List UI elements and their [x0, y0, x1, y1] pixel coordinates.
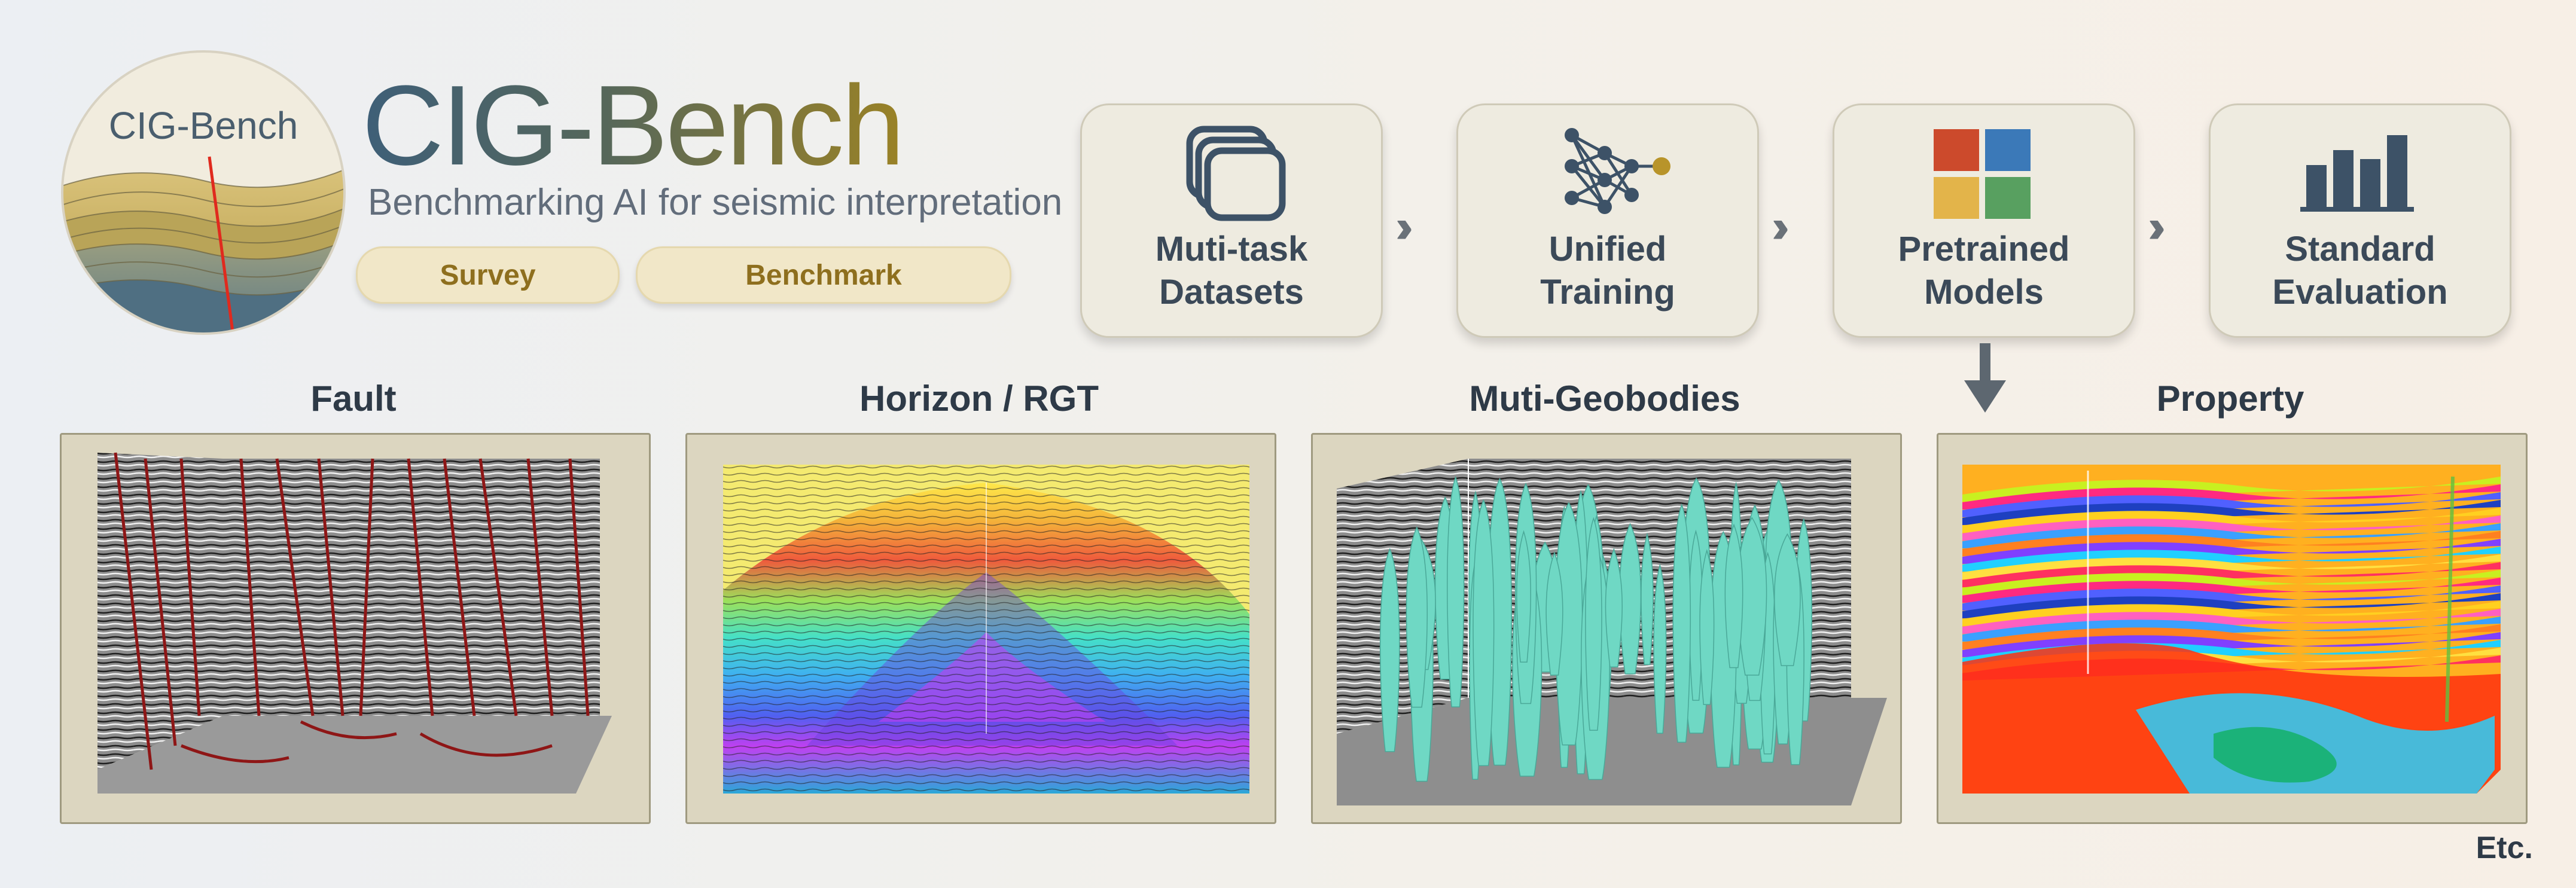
pipeline-label-datasets: Muti-task Datasets	[1155, 230, 1308, 312]
model-grid-icon	[1934, 129, 2031, 219]
chevron-right-icon: ››	[1395, 200, 1413, 252]
pipeline-label-evaluation: Standard Evaluation	[2272, 230, 2448, 312]
pipeline-label-training: Unified Training	[1540, 230, 1675, 312]
geobodies-image	[1337, 459, 1887, 805]
survey-button[interactable]: Survey	[356, 246, 620, 304]
fault-volume-image	[97, 452, 612, 794]
page-subtitle: Benchmarking AI for seismic interpretati…	[368, 182, 1063, 223]
chevron-right-icon: ››	[2148, 200, 2166, 252]
benchmark-button[interactable]: Benchmark	[636, 246, 1011, 304]
fault-panel	[60, 433, 651, 824]
task-title-fault: Fault	[310, 379, 397, 419]
pipeline-card-models: Pretrained Models	[1833, 103, 2135, 338]
arrow-down-icon	[1964, 343, 2006, 413]
geobodies-panel	[1311, 433, 1902, 824]
logo-text: CIG-Bench	[109, 104, 298, 147]
task-title-geobodies: Muti-Geobodies	[1469, 379, 1740, 419]
horizon-panel	[685, 433, 1276, 824]
pipeline-card-training: Unified Training	[1456, 103, 1759, 338]
pipeline-card-evaluation: Standard Evaluation	[2209, 103, 2511, 338]
etc-label: Etc.	[2476, 831, 2533, 865]
cig-bench-logo: CIG-Bench	[61, 50, 346, 335]
bar-chart-icon	[2300, 135, 2414, 212]
task-title-property: Property	[2156, 379, 2304, 419]
property-volume-image	[1962, 465, 2501, 794]
task-title-horizon: Horizon / RGT	[859, 379, 1099, 419]
pipeline-label-models: Pretrained Models	[1898, 230, 2070, 312]
neural-network-icon	[1565, 128, 1670, 214]
chevron-right-icon: ››	[1772, 200, 1790, 252]
page-title: CIG-Bench	[362, 62, 905, 189]
stacked-layers-icon	[1186, 126, 1286, 221]
property-panel	[1937, 433, 2528, 824]
horizon-rgt-image	[723, 465, 1249, 794]
pipeline-card-datasets: Muti-task Datasets	[1080, 103, 1383, 338]
